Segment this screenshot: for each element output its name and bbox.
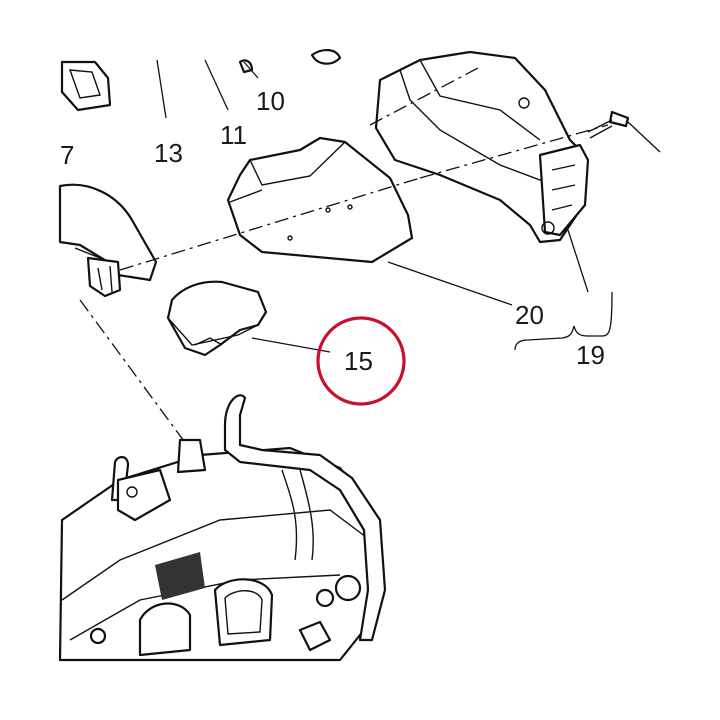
engine-block [58,394,387,662]
leader-10 [243,61,259,79]
part-7-bracket [58,183,158,298]
callout-20: 20 [515,300,544,330]
axis-line-diagonal [79,299,193,453]
leader-11 [204,59,229,111]
leader-15 [251,337,331,353]
leader-19 [567,229,589,293]
callout-15: 15 [344,346,373,376]
axis-line-upper [369,67,479,126]
upper-left-bracket [60,49,342,112]
callout-11: 11 [220,120,247,150]
screw [587,110,630,139]
brace-19 [514,291,613,351]
leader-20 [387,261,513,306]
callout-13: 13 [154,138,183,168]
leader-13 [156,59,167,119]
axis-line-mid [119,177,421,271]
part-19-bracket [374,50,590,244]
callout-7: 7 [60,140,74,170]
part-20-cover [226,136,414,264]
callout-19: 19 [576,340,605,370]
part-15-cover [166,280,268,357]
leader-screw [627,121,661,153]
highlight-ring [316,316,406,406]
axis-line-screw [419,124,609,179]
callout-10: 10 [256,86,285,116]
